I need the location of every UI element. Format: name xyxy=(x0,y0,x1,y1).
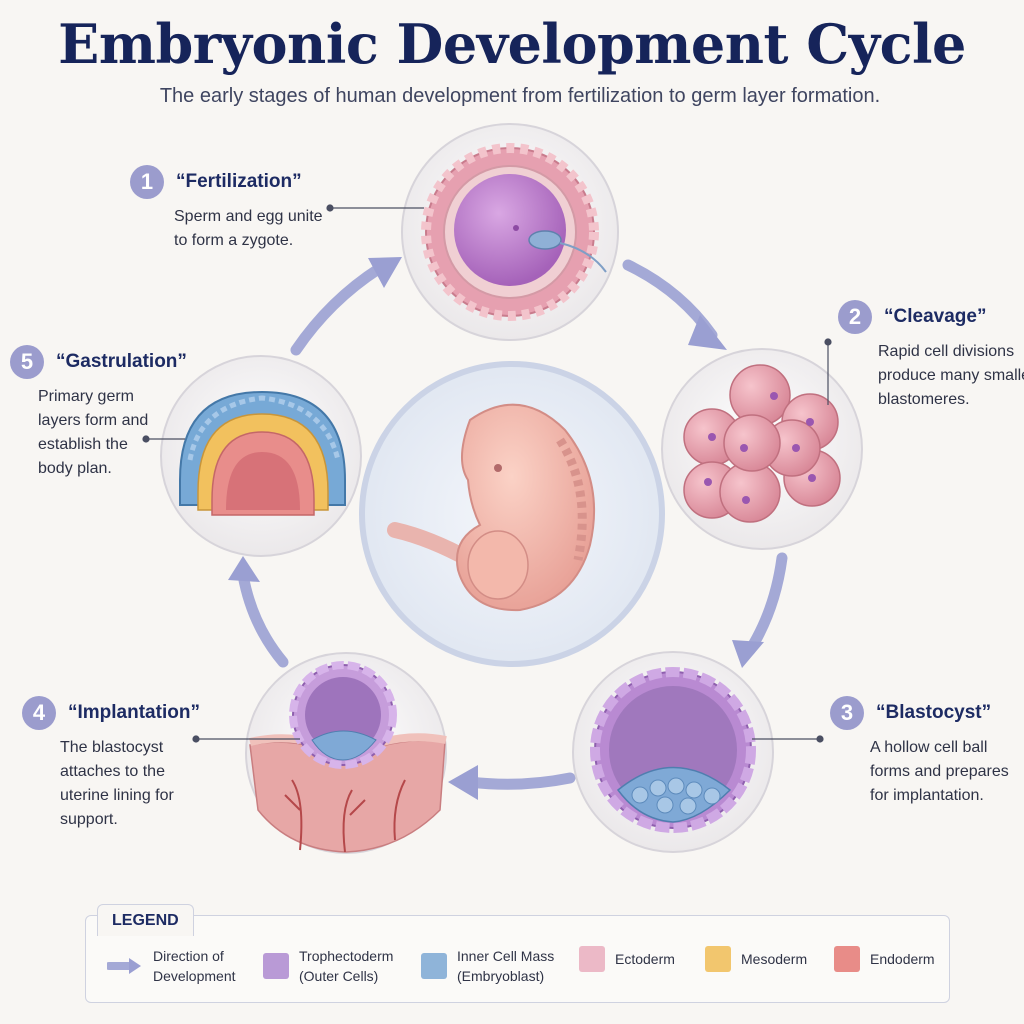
stage-4-description: The blastocyst attaches to the uterine l… xyxy=(60,739,174,828)
stage-2-badge: 2 xyxy=(838,300,872,334)
stage-5-gastrulation-illustration xyxy=(160,355,362,557)
stage-2-header: 2 “Cleavage” xyxy=(838,300,986,334)
arrow-5-to-1 xyxy=(290,262,386,356)
arrowhead-5 xyxy=(228,556,260,582)
legend-trophectoderm: Trophectoderm (Outer Cells) xyxy=(263,946,393,986)
stage-3-blastocyst-illustration xyxy=(572,651,774,853)
stage-1-badge: 1 xyxy=(130,165,164,199)
trophectoderm-swatch xyxy=(263,953,289,979)
legend-ectoderm: Ectoderm xyxy=(579,946,675,972)
legend-box xyxy=(85,915,950,1003)
stage-1-description: Sperm and egg unite to form a zygote. xyxy=(174,208,323,249)
arrow-3-to-4 xyxy=(464,772,576,790)
stage-4-title: “Implantation” xyxy=(68,702,200,723)
legend-endoderm: Endoderm xyxy=(834,946,935,972)
central-embryo xyxy=(359,361,665,667)
legend-mesoderm: Mesoderm xyxy=(705,946,807,972)
endoderm-swatch xyxy=(834,946,860,972)
arrow-2-to-3 xyxy=(744,552,788,656)
stage-5-title: “Gastrulation” xyxy=(56,351,187,372)
stage-2-title: “Cleavage” xyxy=(884,306,987,327)
stage-1-title: “Fertilization” xyxy=(176,171,302,192)
mesoderm-swatch xyxy=(705,946,731,972)
arrowhead-1 xyxy=(368,257,402,288)
arrowhead-4 xyxy=(448,765,478,800)
stage-3-badge: 3 xyxy=(830,696,864,730)
arrow-4-to-5 xyxy=(237,569,289,668)
stage-5-badge: 5 xyxy=(10,345,44,379)
stage-4-header: 4 “Implantation” xyxy=(22,696,200,730)
stage-3-description: A hollow cell ball forms and prepares fo… xyxy=(870,739,1009,804)
stage-3-title: “Blastocyst” xyxy=(876,702,992,723)
stage-2-description: Rapid cell divisions produce many smalle… xyxy=(878,343,1024,408)
ectoderm-swatch xyxy=(579,946,605,972)
stage-1-fertilization-illustration xyxy=(401,123,619,341)
inner-cell-mass-swatch xyxy=(421,953,447,979)
page-subtitle: The early stages of human development fr… xyxy=(159,85,881,107)
stage-4-badge: 4 xyxy=(22,696,56,730)
arrowhead-2 xyxy=(688,315,727,350)
leader-lines xyxy=(142,204,832,743)
arrow-heads xyxy=(228,257,764,800)
stage-5-description: Primary germ layers form and establish t… xyxy=(38,388,149,477)
stage-2-cleavage-illustration xyxy=(661,348,863,550)
legend-inner-cell-mass: Inner Cell Mass (Embryoblast) xyxy=(421,946,554,986)
stage-1-header: 1 “Fertilization” xyxy=(130,165,302,199)
arrowhead-3 xyxy=(732,640,764,668)
stage-5-header: 5 “Gastrulation” xyxy=(10,345,187,379)
legend-heading: LEGEND xyxy=(97,904,194,936)
page-title: Embryonic Development Cycle xyxy=(58,12,966,76)
stage-4-implantation-illustration xyxy=(245,652,447,854)
legend-direction: Direction of Development xyxy=(107,946,236,986)
stage-3-header: 3 “Blastocyst” xyxy=(830,696,991,730)
direction-arrow-icon xyxy=(107,958,141,974)
